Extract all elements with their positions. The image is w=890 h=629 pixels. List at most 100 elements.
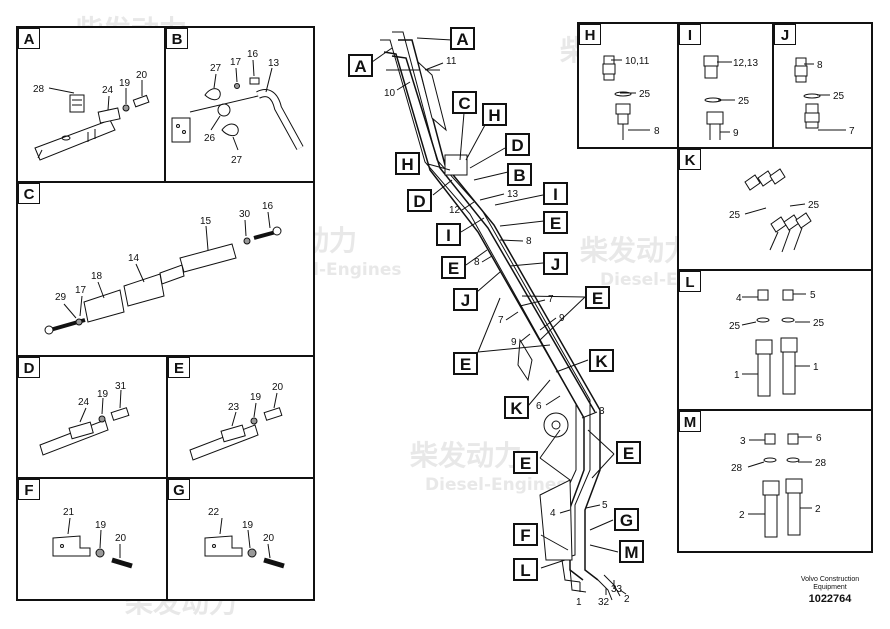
panel-c [16, 181, 315, 357]
part-label: 25 [813, 318, 825, 329]
part-label: 1 [734, 370, 740, 381]
part-label: 25 [738, 96, 750, 107]
panel-tag-a: A [18, 28, 40, 49]
panel-tag-f: F [18, 479, 40, 500]
part-label: 7 [849, 126, 855, 137]
part-label: 3 [599, 406, 605, 417]
part-label: 24 [102, 85, 114, 96]
part-label: 18 [91, 271, 103, 282]
callout-i-right: I [543, 182, 568, 205]
callout-e-right: E [543, 211, 568, 234]
part-label: 20 [136, 70, 148, 81]
boom-drawing [371, 31, 627, 601]
panel-tag-d: D [18, 357, 40, 378]
panel-tag-g: G [168, 479, 190, 500]
part-label: 24 [78, 397, 90, 408]
part-label: 5 [810, 290, 816, 301]
callout-m: M [619, 540, 644, 563]
part-label: 3 [740, 436, 746, 447]
panel-tag-e: E [168, 357, 190, 378]
footer-sub: Equipment [813, 584, 847, 591]
panel-b [164, 26, 315, 183]
panel-h-drawing [602, 55, 650, 140]
callout-a-top: A [450, 27, 475, 50]
part-label: 19 [97, 389, 109, 400]
part-label: 8 [526, 236, 532, 247]
part-label: 19 [119, 78, 131, 89]
part-label: 9 [559, 313, 565, 324]
callout-d-left: D [407, 189, 432, 212]
part-label: 23 [228, 402, 240, 413]
panel-tag-b: B [166, 28, 188, 49]
part-label: 4 [736, 293, 742, 304]
part-label: 5 [602, 500, 608, 511]
panel-j-drawing [794, 57, 846, 131]
callout-h: H [482, 103, 507, 126]
panel-tag-k: K [679, 149, 701, 170]
panel-tag-j: J [774, 24, 796, 45]
watermark-cn: 柴发动力 [580, 234, 692, 267]
panel-k [677, 147, 873, 271]
callout-k-left: K [504, 396, 529, 419]
part-label: 12,13 [733, 58, 758, 69]
part-label: 8 [474, 257, 480, 268]
panel-m-drawing [747, 433, 812, 538]
callout-l: L [513, 558, 538, 581]
part-label: 20 [272, 382, 284, 393]
callout-d: D [505, 133, 530, 156]
part-label: 29 [55, 292, 67, 303]
panel-a-drawing [34, 80, 150, 161]
part-label: 30 [239, 209, 251, 220]
part-label: 27 [231, 155, 243, 166]
panel-e [166, 355, 315, 479]
panel-b-drawing [171, 59, 304, 151]
part-label: 2 [624, 594, 630, 605]
panel-tag-i: I [679, 24, 701, 45]
part-label: 28 [33, 84, 45, 95]
panel-d-drawing [39, 389, 130, 456]
part-label: 19 [242, 520, 254, 531]
part-label: 1 [813, 362, 819, 373]
callout-e-left-2: E [453, 352, 478, 375]
panel-g-drawing [204, 517, 285, 569]
panel-g [166, 477, 315, 601]
part-label: 26 [204, 133, 216, 144]
footer-company: Volvo Construction [800, 576, 860, 583]
callout-f: F [513, 523, 538, 546]
part-label: 28 [815, 458, 827, 469]
callout-j-right: J [543, 252, 568, 275]
callout-c: C [452, 91, 477, 114]
part-label: 19 [95, 520, 107, 531]
callout-g: G [614, 508, 639, 531]
part-label: 9 [511, 337, 517, 348]
panel-f-drawing [52, 517, 133, 569]
part-label: 33 [611, 584, 623, 595]
part-label: 15 [200, 216, 212, 227]
part-label: 31 [115, 381, 127, 392]
part-label: 6 [536, 401, 542, 412]
part-label: 10,11 [625, 56, 650, 67]
part-label: 20 [263, 533, 275, 544]
part-label: 1 [576, 597, 582, 608]
panel-i-drawing [703, 55, 735, 140]
callout-b: B [507, 163, 532, 186]
part-label: 19 [250, 392, 262, 403]
callout-e-right-3: E [616, 441, 641, 464]
part-label: 4 [550, 508, 556, 519]
part-label: 17 [230, 57, 242, 68]
callout-k-right: K [589, 349, 614, 372]
part-label: 2 [739, 510, 745, 521]
part-label: 21 [63, 507, 75, 518]
watermark-en: Diesel-Engines [425, 475, 566, 495]
panel-e-drawing [189, 392, 283, 461]
watermark-cn: 柴发动力 [410, 439, 522, 472]
part-label: 25 [729, 321, 741, 332]
part-label: 8 [654, 126, 660, 137]
part-label: 13 [507, 189, 519, 200]
part-label: 6 [816, 433, 822, 444]
callout-e-left: E [441, 256, 466, 279]
part-label: 28 [731, 463, 743, 474]
panel-l-drawing [741, 289, 810, 397]
panel-tag-l: L [679, 271, 701, 292]
part-label: 8 [817, 60, 823, 71]
